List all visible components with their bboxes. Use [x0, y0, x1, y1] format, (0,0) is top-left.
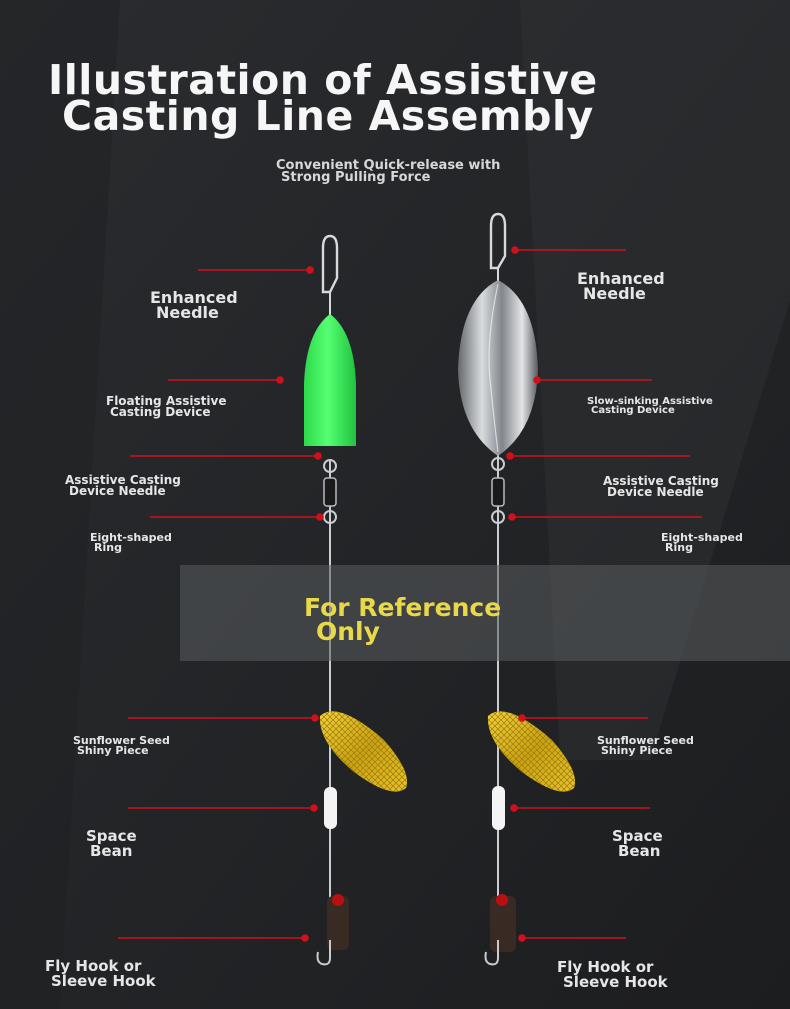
left-leader-lines: [118, 266, 324, 942]
label-line: Fly Hook or: [45, 957, 142, 975]
left-eight-ring: [323, 510, 337, 524]
left-hook: [316, 940, 331, 966]
label-line: Shiny Piece: [601, 744, 673, 757]
right-leader-dot: [510, 804, 518, 812]
left-label-device-needle: Assistive Casting Device Needle: [65, 473, 181, 498]
subtitle-line-2: Strong Pulling Force: [281, 170, 431, 185]
left-fly-body: [327, 896, 349, 950]
left-leader-dot: [306, 266, 314, 274]
left-swivel: [323, 477, 337, 507]
label-line: Fly Hook or: [557, 958, 654, 976]
title-line-1: Illustration of Assistive: [48, 56, 598, 104]
left-label-floating-device: Floating Assistive Casting Device: [106, 394, 227, 419]
label-line: Sleeve Hook: [563, 973, 668, 991]
left-leader-dot: [311, 714, 319, 722]
label-line: Eight-shaped: [661, 531, 743, 544]
label-line: Casting Device: [591, 405, 675, 416]
left-label-enhanced-needle: Enhanced Needle: [150, 288, 238, 322]
left-label-eight-ring: Eight-shaped Ring: [90, 531, 172, 554]
right-needle-ring: [491, 457, 505, 471]
left-label-space-bean: Space Bean: [86, 829, 137, 859]
right-label-enhanced-needle: Enhanced Needle: [577, 269, 665, 303]
label-line: Space: [612, 827, 663, 845]
right-leader-dot: [518, 714, 526, 722]
label-line: Bean: [618, 842, 661, 860]
right-fly-body: [490, 896, 516, 952]
left-space-bean: [324, 787, 337, 829]
subtitle: Convenient Quick-release with Strong Pul…: [276, 158, 501, 185]
label-line: Needle: [156, 303, 219, 322]
left-leader-dot: [310, 804, 318, 812]
label-line: Casting Device: [110, 405, 211, 419]
label-line: Enhanced: [150, 288, 238, 307]
right-eight-ring: [491, 510, 505, 524]
page-title: Illustration of Assistive Casting Line A…: [0, 56, 640, 140]
label-line: Ring: [94, 541, 122, 554]
right-rig: [458, 212, 576, 966]
right-leader-dot: [506, 452, 514, 460]
label-line: Space: [86, 827, 137, 845]
watermark-line-1: For Reference: [304, 593, 502, 622]
label-line: Sunflower Seed: [597, 734, 694, 747]
label-line: Sleeve Hook: [51, 972, 156, 990]
right-device-highlight: [488, 283, 499, 453]
left-label-sunflower: Sunflower Seed Shiny Piece: [73, 734, 170, 757]
label-line: Eight-shaped: [90, 531, 172, 544]
left-snap-clip: [321, 234, 339, 294]
left-needle-ring: [323, 459, 337, 473]
label-line: Device Needle: [607, 485, 704, 499]
right-label-device-needle: Assistive Casting Device Needle: [603, 474, 719, 499]
right-label-space-bean: Space Bean: [612, 829, 663, 859]
label-line: Slow-sinking Assistive: [587, 396, 713, 407]
label-line: Needle: [583, 284, 646, 303]
title-line-2: Casting Line Assembly: [62, 92, 594, 140]
left-rig: [304, 234, 408, 966]
right-label-eight-ring: Eight-shaped Ring: [661, 531, 743, 554]
right-space-bean: [492, 786, 505, 830]
label-line: Sunflower Seed: [73, 734, 170, 747]
right-label-sunflower: Sunflower Seed Shiny Piece: [597, 734, 694, 757]
left-leader-dot: [314, 452, 322, 460]
label-line: Shiny Piece: [77, 744, 149, 757]
left-leader-dot: [301, 934, 309, 942]
right-hook: [484, 940, 499, 966]
right-swivel: [491, 477, 505, 507]
label-line: Assistive Casting: [603, 474, 719, 488]
right-slow-sinking-device: [458, 280, 538, 456]
left-floating-device: [304, 314, 356, 446]
reference-watermark: For Reference Only: [304, 593, 502, 646]
right-leader-dot: [518, 934, 526, 942]
right-label-slow-sinking-device: Slow-sinking Assistive Casting Device: [587, 396, 713, 416]
watermark-line-2: Only: [316, 617, 380, 646]
label-line: Floating Assistive: [106, 394, 227, 408]
left-sunflower-blade-texture: [319, 711, 408, 792]
right-leader-dot: [533, 376, 541, 384]
left-leader-dot: [316, 513, 324, 521]
right-snap-clip: [489, 212, 507, 270]
background-shadow: [0, 0, 120, 1009]
right-leader-dot: [508, 513, 516, 521]
label-line: Assistive Casting: [65, 473, 181, 487]
right-fly-head: [496, 894, 508, 906]
left-label-fly-hook: Fly Hook or Sleeve Hook: [45, 959, 156, 989]
label-line: Ring: [665, 541, 693, 554]
label-line: Enhanced: [577, 269, 665, 288]
left-leader-dot: [276, 376, 284, 384]
right-leader-dot: [511, 246, 519, 254]
reference-band: [180, 565, 790, 661]
right-label-fly-hook: Fly Hook or Sleeve Hook: [557, 960, 668, 990]
right-leader-lines: [506, 246, 702, 942]
label-line: Device Needle: [69, 484, 166, 498]
right-sunflower-blade-texture: [487, 711, 576, 792]
label-line: Bean: [90, 842, 133, 860]
left-fly-head: [332, 894, 344, 906]
subtitle-line-1: Convenient Quick-release with: [276, 158, 501, 173]
